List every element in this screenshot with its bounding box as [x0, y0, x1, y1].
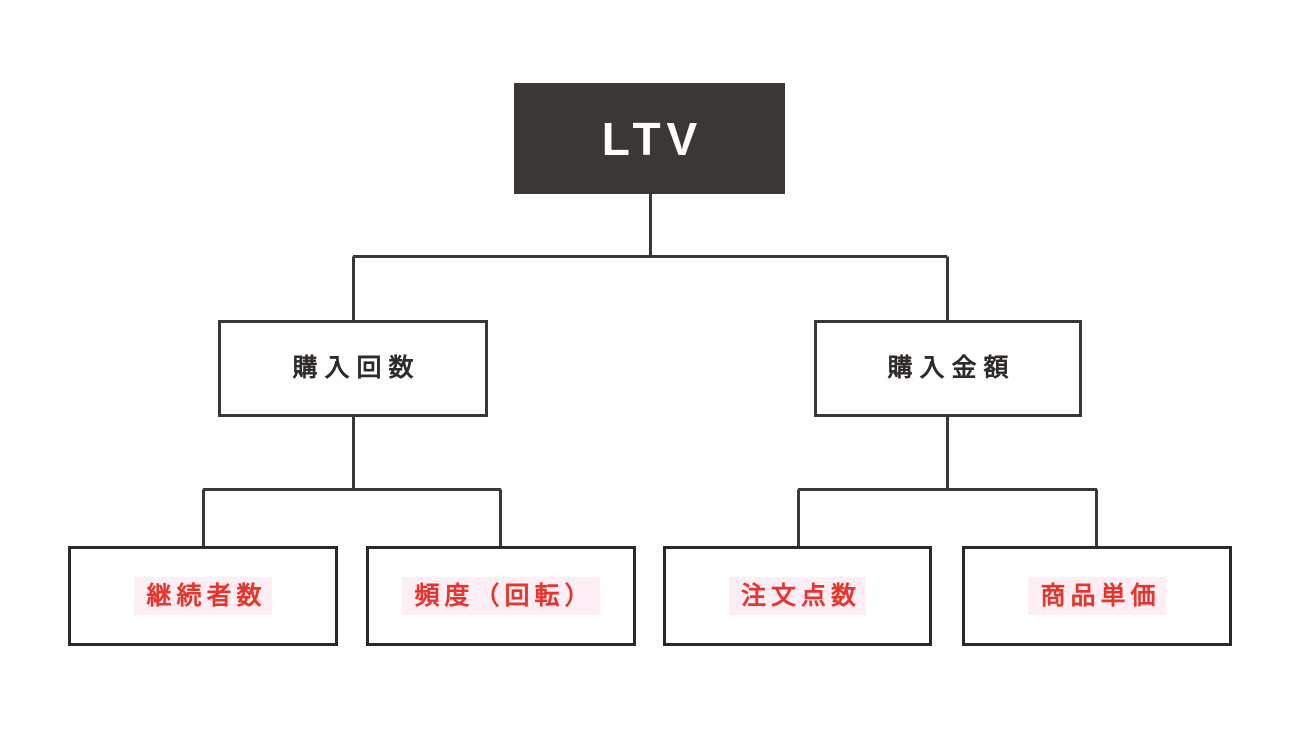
node-ltv-label: LTV [601, 112, 704, 165]
node-ltv: LTV [514, 83, 785, 194]
node-frequency-rotation-label: 頻度（回転） [402, 576, 600, 616]
node-purchase-count: 購入回数 [218, 320, 488, 417]
node-purchase-amount: 購入金額 [814, 320, 1082, 417]
node-continuing-customers: 継続者数 [68, 546, 338, 646]
node-order-item-count-label: 注文点数 [728, 576, 866, 616]
node-order-item-count: 注文点数 [663, 546, 932, 646]
node-frequency-rotation: 頻度（回転） [366, 546, 636, 646]
node-purchase-count-label: 購入回数 [292, 354, 421, 382]
node-product-unit-price: 商品単価 [962, 546, 1232, 646]
node-continuing-customers-label: 継続者数 [134, 576, 272, 616]
node-product-unit-price-label: 商品単価 [1028, 576, 1166, 616]
node-purchase-amount-label: 購入金額 [887, 354, 1016, 382]
